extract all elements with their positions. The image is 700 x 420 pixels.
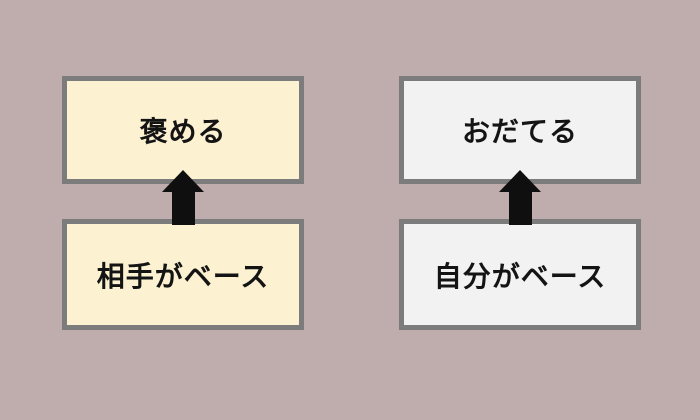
flatter-group: おだてる 自分がベース	[399, 76, 641, 330]
box-jibun-ga-base-label: 自分がベース	[433, 259, 607, 293]
up-arrow-head	[499, 170, 541, 192]
box-aite-ga-base: 相手がベース	[62, 219, 304, 330]
up-arrow-shaft	[171, 192, 195, 225]
box-jibun-ga-base: 自分がベース	[399, 219, 641, 330]
up-arrow-icon	[499, 170, 541, 225]
box-homeru-label: 褒める	[139, 115, 227, 148]
box-aite-ga-base-label: 相手がベース	[96, 259, 270, 293]
box-homeru: 褒める	[62, 76, 304, 184]
praise-group: 褒める 相手がベース	[62, 76, 304, 330]
box-odateru-label: おだてる	[461, 115, 578, 148]
up-arrow-icon	[162, 170, 204, 225]
box-odateru: おだてる	[399, 76, 641, 184]
up-arrow-shaft	[508, 192, 532, 225]
up-arrow-head	[162, 170, 204, 192]
